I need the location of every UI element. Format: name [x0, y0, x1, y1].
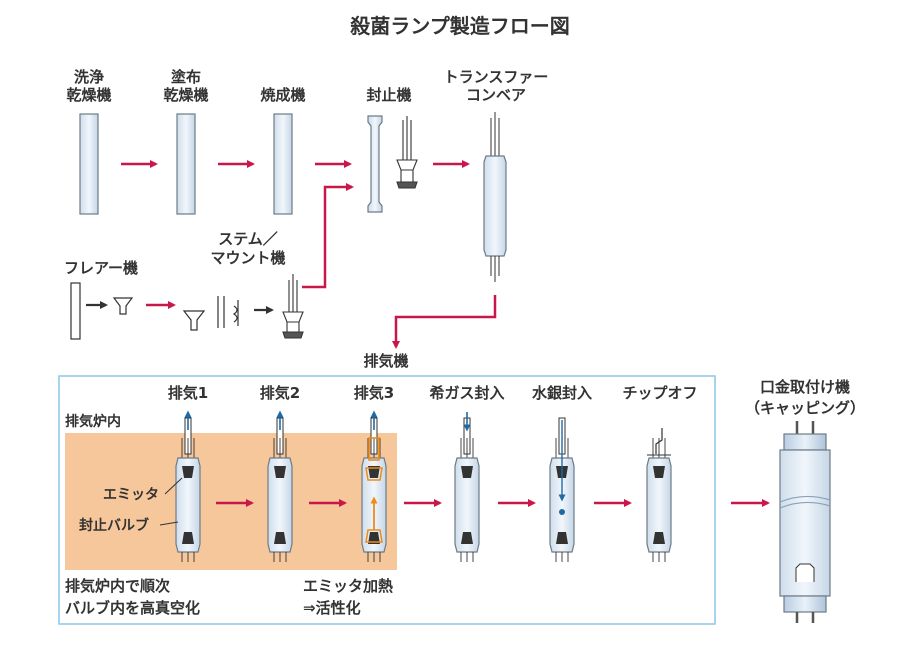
exhaust-lamp-3	[361, 410, 387, 562]
label-exhaust-machine: 排気機	[363, 352, 408, 370]
label-washing-1: 洗浄	[74, 68, 104, 86]
label-step-3: 排気3	[354, 384, 394, 402]
label-step-2: 排気2	[260, 384, 300, 402]
sealing-tube-icon	[367, 115, 383, 213]
mount-icon	[396, 116, 418, 189]
callout-bulb-line	[159, 521, 179, 526]
flare-icon-2	[182, 310, 206, 331]
sealed-bulb	[175, 457, 201, 553]
label-step-6: チップオフ	[622, 384, 697, 402]
label-step-4: 希ガス封入	[429, 384, 504, 402]
tube-firing	[273, 113, 293, 215]
exhaust-lamp-5	[549, 417, 575, 562]
tube-coating	[176, 113, 196, 215]
emitter-bottom	[653, 532, 665, 544]
note-right-1: エミッタ加熱	[303, 577, 393, 595]
stem-parts-icon	[217, 296, 239, 328]
note-right-2: ⇒活性化	[303, 599, 361, 617]
label-stem-1: ステム／	[218, 230, 278, 248]
diagram-title: 殺菌ランプ製造フロー図	[349, 14, 569, 38]
label-transfer-2: コンベア	[466, 86, 526, 104]
capped-lamp-icon	[779, 421, 831, 623]
callout-emitter: エミッタ	[103, 487, 159, 503]
transfer-tube-icon	[483, 112, 507, 282]
emitter-bottom	[461, 532, 473, 544]
arrow-transfer-to-exhaust	[392, 295, 497, 349]
glass-stem-tube	[70, 282, 81, 340]
label-transfer-1: トランスファー	[444, 68, 549, 86]
sealed-bulb	[454, 457, 480, 553]
emitter-top	[368, 466, 380, 478]
emitter-top	[461, 466, 473, 478]
label-flare: フレアー機	[64, 259, 138, 277]
emitter-bottom	[368, 532, 380, 544]
label-coating-2: 乾燥機	[163, 86, 208, 104]
callout-sealed-bulb: 封止バルブ	[79, 517, 149, 534]
emitter-bottom	[274, 532, 286, 544]
mount-assembly-icon	[282, 274, 304, 339]
arrow-mount-to-seal	[302, 183, 354, 289]
exhaust-lamps	[175, 410, 672, 562]
emitter-bottom	[182, 532, 194, 544]
label-step-5: 水銀封入	[532, 384, 592, 402]
emitter-top	[653, 466, 665, 478]
exhaust-lamp-4	[454, 412, 480, 562]
label-capping-2: （キャッピング）	[745, 399, 865, 417]
note-left-1: 排気炉内で順次	[65, 577, 170, 595]
label-sealing: 封止機	[366, 86, 411, 104]
label-capping-1: 口金取付け機	[760, 378, 850, 396]
emitter-bottom	[556, 532, 568, 544]
flare-icon-1	[112, 297, 134, 315]
exhaust-lamp-6	[646, 428, 672, 562]
exhaust-lamp-1	[175, 410, 201, 562]
label-furnace: 排気炉内	[65, 413, 121, 430]
label-coating-1: 塗布	[171, 68, 201, 86]
label-step-1: 排気1	[168, 384, 208, 402]
emitter-top	[182, 466, 194, 478]
label-firing: 焼成機	[260, 86, 305, 104]
sealed-bulb	[267, 457, 293, 553]
sealed-bulb	[549, 457, 575, 553]
emitter-top	[274, 466, 286, 478]
callout-emitter-line	[164, 477, 183, 495]
label-washing-2: 乾燥機	[66, 86, 111, 104]
label-stem-2: マウント機	[210, 249, 285, 267]
tube-washing	[79, 113, 99, 215]
sealed-bulb	[646, 457, 672, 553]
note-left-2: バルブ内を高真空化	[65, 599, 200, 617]
exhaust-lamp-2	[267, 410, 293, 562]
